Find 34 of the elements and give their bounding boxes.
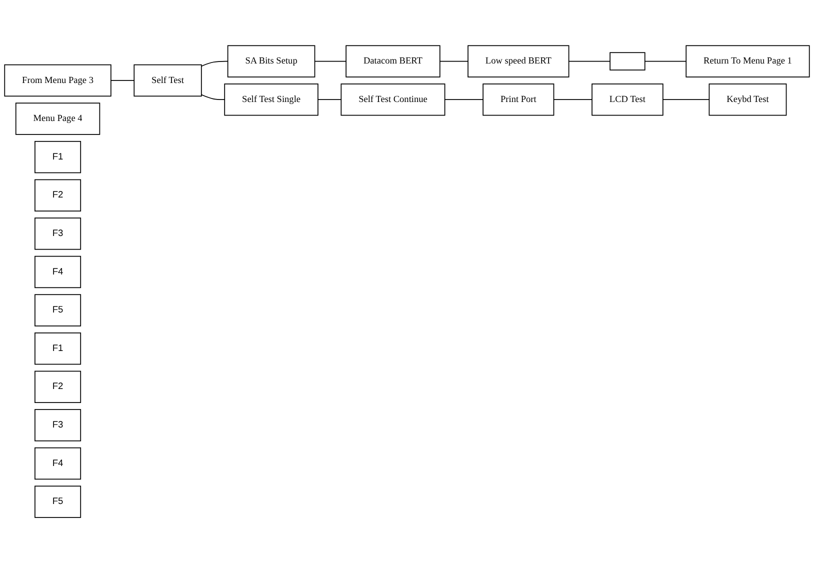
node-box: From Menu Page 3 xyxy=(4,64,112,96)
node-box: Low speed BERT xyxy=(468,45,570,78)
connector xyxy=(439,60,468,62)
connector xyxy=(200,94,226,100)
node-box xyxy=(610,52,646,70)
node-box: F3 xyxy=(34,409,82,442)
node-box: Self Test xyxy=(134,64,202,96)
connector xyxy=(318,99,342,100)
connector xyxy=(200,60,228,67)
node-box: F4 xyxy=(34,256,82,288)
node-box: LCD Test xyxy=(592,83,664,116)
node-box: Return To Menu Page 1 xyxy=(686,45,810,78)
connector xyxy=(568,60,610,62)
node-box: Datacom BERT xyxy=(346,45,440,78)
connector xyxy=(553,99,592,100)
node-box: F2 xyxy=(34,370,82,403)
node-box: Self Test Single xyxy=(224,83,318,116)
node-box: Menu Page 4 xyxy=(15,102,100,135)
connector xyxy=(314,60,346,62)
node-box: F1 xyxy=(34,140,82,174)
connector xyxy=(644,60,687,62)
node-box: F2 xyxy=(34,179,82,212)
node-box: Keybd Test xyxy=(708,83,787,116)
node-box: Self Test Continue xyxy=(340,83,446,116)
connector xyxy=(662,99,710,100)
node-box: F5 xyxy=(34,294,82,326)
connector xyxy=(110,80,135,81)
node-box: F3 xyxy=(34,218,82,250)
node-box: F1 xyxy=(34,332,82,365)
node-box: Print Port xyxy=(482,83,554,116)
node-box: SA Bits Setup xyxy=(227,45,316,78)
node-box: F4 xyxy=(34,447,82,480)
connector xyxy=(444,99,484,100)
node-box: F5 xyxy=(34,486,82,518)
